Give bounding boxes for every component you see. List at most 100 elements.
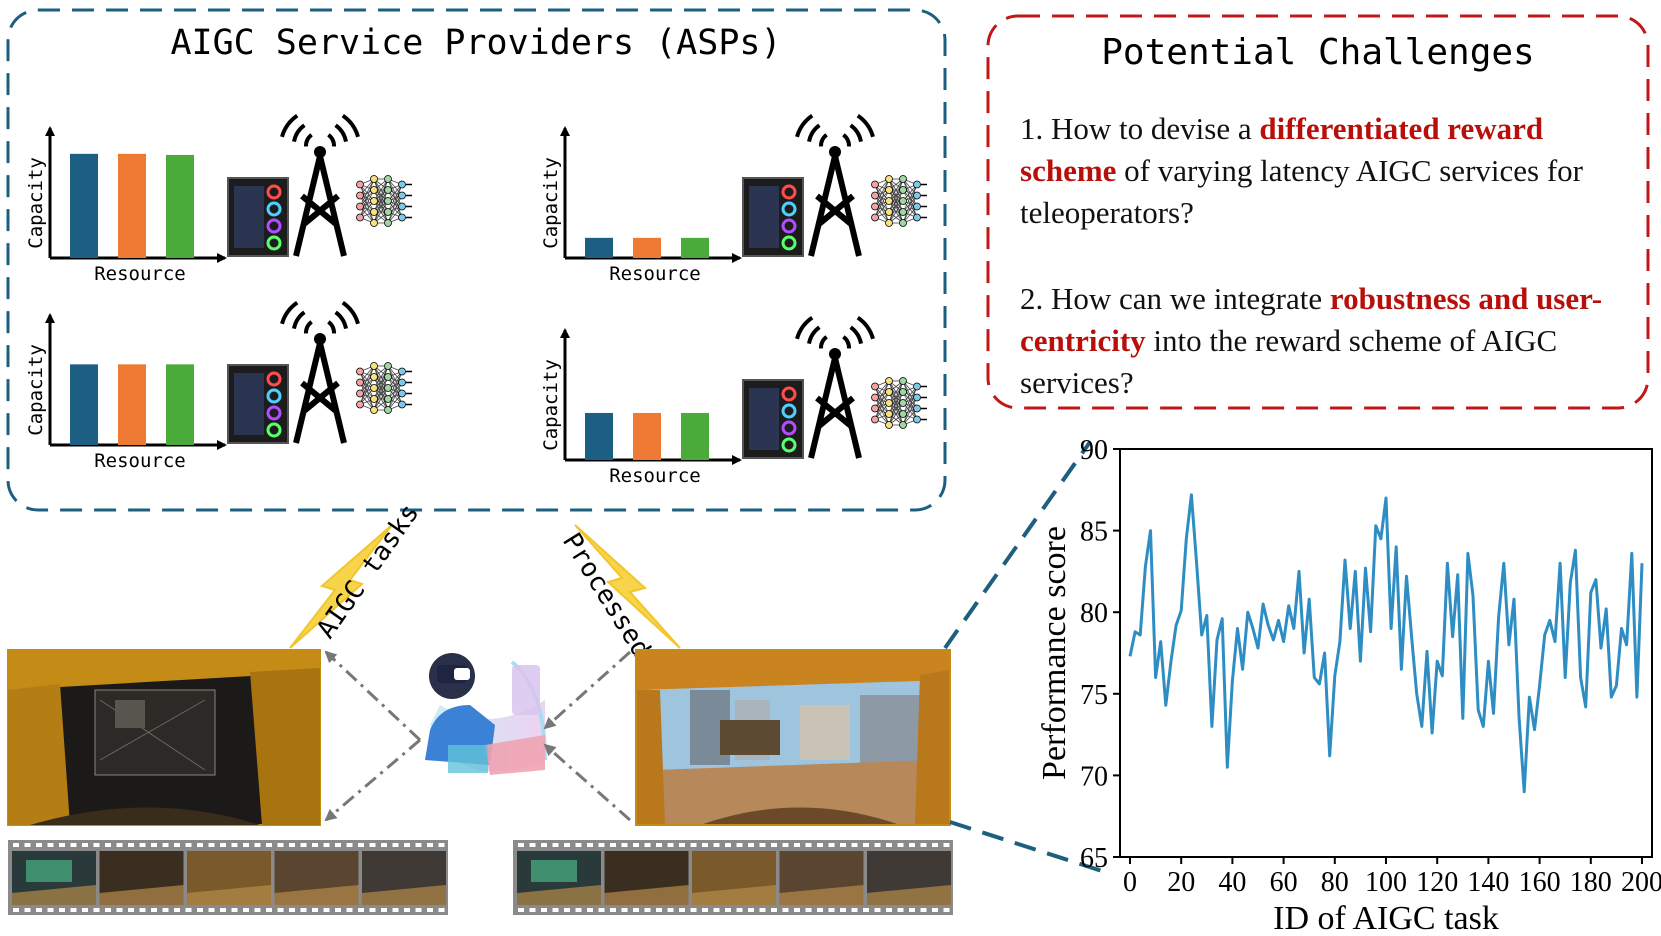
film-sprocket [541, 908, 547, 912]
film-sprocket [529, 843, 536, 847]
film-sprocket [381, 843, 387, 847]
film-sprocket [782, 908, 789, 912]
nn-node [899, 377, 907, 385]
signal-wave-right [856, 113, 875, 138]
server-icon [742, 379, 804, 459]
nn-node [871, 393, 879, 402]
nn-node [398, 191, 406, 200]
nn-node [899, 219, 907, 227]
nn-node [899, 175, 907, 183]
film-frame-floor [867, 885, 951, 905]
nn-edge [888, 391, 904, 426]
nn-edge [373, 200, 389, 224]
film-sprocket [59, 908, 65, 912]
tower-tip [314, 146, 326, 158]
flow-label-processed: Processed [556, 528, 656, 663]
nn-node [899, 208, 907, 216]
film-sprocket [587, 908, 593, 912]
nn-edge [359, 365, 375, 405]
nn-edge [387, 184, 403, 224]
film-sprocket [70, 908, 77, 912]
x-axis-label: Resource [94, 263, 186, 285]
film-sprocket [93, 908, 100, 912]
film-sprocket [323, 908, 330, 912]
signal-wave-left [795, 113, 814, 138]
film-sprocket [817, 908, 823, 912]
film-sprocket [805, 908, 812, 912]
signal-wave-right [334, 310, 348, 330]
film-frame-floor [779, 885, 864, 905]
signal-wave-right [341, 113, 360, 138]
challenge-question-2: 2. How can we integrate robustness and u… [1020, 278, 1630, 404]
film-sprocket [794, 843, 800, 847]
nn-node [398, 400, 406, 409]
film-sprocket [427, 843, 433, 847]
nn-edge [359, 189, 375, 218]
nn-edge [373, 365, 389, 400]
film-sprocket [644, 908, 651, 912]
arrow-from-bright-upper [543, 650, 631, 730]
chart-x-label: ID of AIGC task [1273, 900, 1499, 936]
film-sprocket [863, 908, 869, 912]
film-sprocket [518, 843, 524, 847]
nn-node [871, 415, 879, 424]
film-sprocket [208, 843, 215, 847]
x-tick-label: 40 [1218, 867, 1246, 898]
film-sprocket [220, 843, 226, 847]
film-sprocket [335, 843, 341, 847]
film-sprocket [59, 843, 65, 847]
x-tick-label: 200 [1621, 867, 1661, 898]
nn-node [384, 197, 392, 205]
film-sprocket [277, 843, 284, 847]
film-sprocket [36, 843, 42, 847]
film-frame-object [26, 860, 72, 882]
film-sprocket [575, 843, 582, 847]
film-sprocket [139, 908, 146, 912]
nn-node [885, 388, 893, 396]
film-sprocket [794, 908, 800, 912]
server-fan [781, 235, 797, 251]
nn-edge [902, 397, 918, 426]
server-panel [749, 388, 779, 450]
nn-node [913, 382, 921, 391]
nn-edge [888, 178, 904, 202]
film-sprocket [82, 843, 88, 847]
nn-node [356, 378, 364, 387]
signal-wave-left [819, 133, 828, 147]
film-sprocket [920, 843, 927, 847]
film-sprocket [369, 908, 376, 912]
x-axis-label: Resource [609, 263, 701, 285]
film-frame-floor [274, 885, 359, 905]
film-frame-floor [12, 885, 96, 905]
x-tick-label: 60 [1270, 867, 1298, 898]
nn-edge [359, 178, 375, 207]
film-sprocket [667, 908, 674, 912]
film-sprocket [105, 908, 111, 912]
flow-arrows [324, 650, 631, 822]
nn-node [384, 219, 392, 227]
nn-node [370, 197, 378, 205]
x-tick-label: 160 [1519, 867, 1561, 898]
nn-node [370, 208, 378, 216]
asp-bar-panels: CapacityResourceCapacityResourceCapacity… [25, 113, 927, 487]
nn-node [370, 219, 378, 227]
y-axis-label: Capacity [540, 359, 562, 451]
q1-text-post: of varying latency AIGC services for tel… [1020, 153, 1583, 230]
nn-node [899, 197, 907, 205]
server-fan [266, 405, 282, 421]
nn-edge [902, 184, 918, 213]
nn-node [885, 410, 893, 418]
x-axis-label: Resource [94, 450, 186, 472]
tower-frame [293, 155, 347, 257]
zoom-line-upper [943, 440, 1092, 650]
capacity-bar [681, 237, 709, 258]
nn-node [370, 175, 378, 183]
server-panel [234, 186, 264, 248]
nn-node [871, 213, 879, 222]
nn-node [885, 219, 893, 227]
film-sprocket [725, 843, 731, 847]
film-sprocket [174, 843, 180, 847]
film-sprocket [197, 843, 203, 847]
y-tick-label: 90 [1080, 435, 1108, 466]
